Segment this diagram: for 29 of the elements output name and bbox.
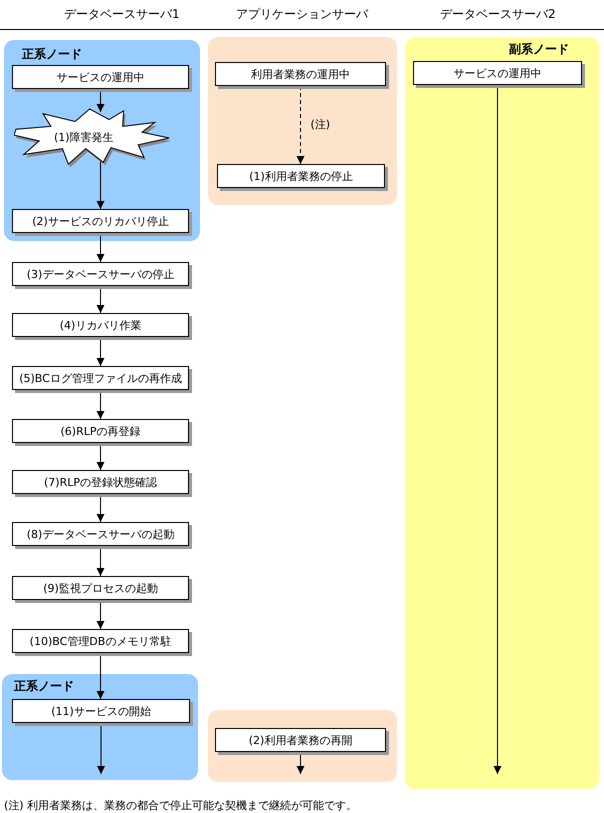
process-box: (2)サービスのリカバリ停止 [12,209,189,233]
panel-title: 正系ノード [22,46,82,63]
process-box: (5)BCログ管理ファイルの再作成 [12,366,189,390]
node-panel [405,37,599,789]
column-header: データベースサーバ1 [64,6,180,23]
column-header: データベースサーバ2 [440,6,556,23]
process-box: (8)データベースサーバの起動 [12,522,189,546]
process-box: (11)サービスの開始 [12,699,190,723]
node-panel [208,710,397,782]
column-header: アプリケーションサーバ [236,6,368,23]
process-box: (7)RLPの登録状態確認 [12,470,189,494]
node-panel [208,37,397,205]
process-box: (4)リカバリ作業 [12,313,189,337]
footnote: (注) 利用者業務は、業務の都合で停止可能な契機まで継続が可能です。 [4,798,358,813]
process-box: サービスの運用中 [413,61,582,85]
node-panel [4,40,200,241]
edge-label: (注) [310,117,330,132]
panel-title: 正系ノード [14,678,74,695]
process-box: (9)監視プロセスの起動 [12,576,189,600]
process-box: (1)利用者業務の停止 [217,164,385,188]
process-box: (6)RLPの再登録 [12,419,189,443]
process-box: 利用者業務の運用中 [215,62,386,86]
node-panel [2,674,198,780]
process-box: (2)利用者業務の再開 [215,728,386,752]
process-box: (3)データベースサーバの停止 [12,262,189,286]
process-box: サービスの運用中 [12,65,189,89]
node-text: (1)障害発生 [54,130,114,145]
panel-title: 副系ノード [509,41,569,58]
process-box: (10)BC管理DBのメモリ常駐 [12,629,189,653]
